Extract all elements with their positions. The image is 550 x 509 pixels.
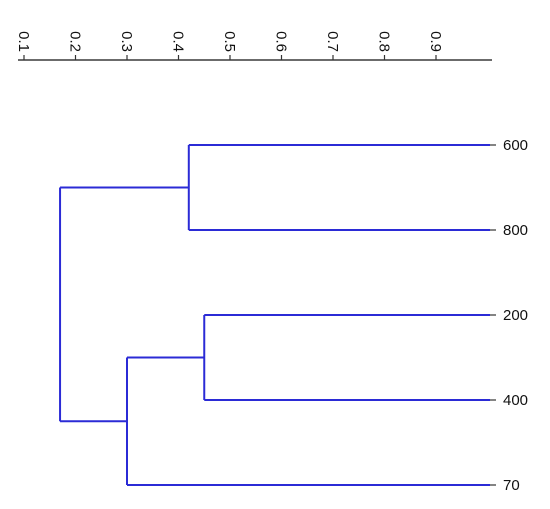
axis-tick-label: 0.3 xyxy=(118,31,135,52)
leaf-label-70: 70 xyxy=(503,477,520,494)
axis-tick-label: 0.1 xyxy=(15,31,32,52)
axis-tick-label: 0.4 xyxy=(170,31,187,52)
leaf-label-600: 600 xyxy=(503,137,528,154)
axis-tick-label: 0.7 xyxy=(324,31,341,52)
leaf-label-800: 800 xyxy=(503,222,528,239)
leaf-labels: 600 800 200 400 70 xyxy=(490,137,528,494)
scale-axis: 0.1 0.2 0.3 0.4 0.5 0.6 0.7 0.8 0.9 xyxy=(15,31,492,61)
axis-tick-label: 0.5 xyxy=(221,31,238,52)
axis-tick-label: 0.2 xyxy=(67,31,84,52)
axis-tick-label: 0.8 xyxy=(376,31,393,52)
axis-tick-label: 0.6 xyxy=(273,31,290,52)
axis-tick-label: 0.9 xyxy=(427,31,444,52)
dendrogram-branches xyxy=(59,144,490,486)
leaf-label-400: 400 xyxy=(503,392,528,409)
leaf-label-200: 200 xyxy=(503,307,528,324)
